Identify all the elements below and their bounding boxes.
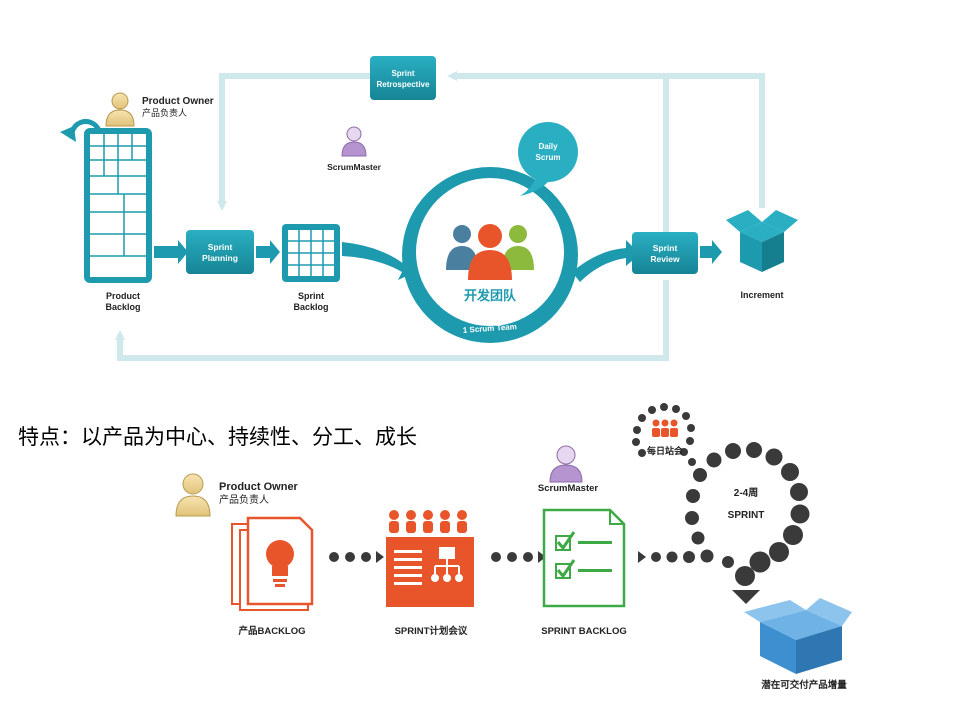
product-owner-person-icon bbox=[105, 92, 135, 127]
arrow-to-increment bbox=[700, 240, 722, 264]
scrum-master-person-icon bbox=[341, 126, 367, 157]
scrum-master-label: ScrumMaster bbox=[327, 162, 382, 172]
swoosh-out bbox=[572, 240, 640, 282]
checklist-icon bbox=[542, 508, 626, 608]
sprint-review-box bbox=[632, 232, 698, 274]
sprint-planning-label-1: Sprint bbox=[208, 242, 233, 252]
feedback-loop-lines bbox=[115, 71, 765, 361]
arrow-to-planning bbox=[154, 240, 188, 264]
product-owner-title: Product Owner bbox=[142, 96, 214, 107]
product-backlog-cn-label: 产品BACKLOG bbox=[238, 625, 305, 637]
daily-scrum-label-1: Daily bbox=[538, 142, 558, 151]
product-owner-subtitle: 产品负责人 bbox=[142, 107, 187, 118]
product-backlog-label-1: Product bbox=[106, 291, 140, 301]
product-owner-subtitle-bottom: 产品负责人 bbox=[219, 493, 269, 506]
connector-dots-3 bbox=[638, 549, 714, 563]
connector-dots-2 bbox=[491, 551, 546, 563]
org-chart-icon bbox=[431, 547, 463, 582]
daily-standup-label: 每日站会 bbox=[647, 445, 684, 456]
sprint-planning-label-2: Planning bbox=[202, 253, 238, 263]
lightbulb-icon bbox=[266, 540, 294, 587]
daily-standup-dot-ring bbox=[632, 403, 696, 466]
increment-cn-label: 潜在可交付产品增量 bbox=[761, 679, 847, 691]
increment-label: Increment bbox=[740, 290, 783, 300]
arrow-to-sprint-backlog bbox=[256, 240, 280, 264]
cycle-name-label: SPRINT bbox=[728, 510, 765, 521]
sprint-retrospective-box bbox=[370, 56, 436, 100]
scrum-team-label: 1 Scrum Team bbox=[463, 322, 518, 335]
connector-dots-1 bbox=[329, 551, 384, 563]
increment-box-icon-bottom bbox=[744, 598, 852, 674]
sprint-backlog-label-2: Backlog bbox=[293, 302, 328, 312]
product-backlog-label-2: Backlog bbox=[105, 302, 140, 312]
sprint-planning-box bbox=[186, 230, 254, 274]
swoosh-in bbox=[342, 242, 420, 280]
product-owner-title-bottom: Product Owner bbox=[219, 481, 299, 493]
daily-scrum-bubble bbox=[518, 122, 578, 196]
product-backlog-board bbox=[84, 128, 152, 283]
sprint-cycle-dot-ring bbox=[685, 442, 810, 604]
increment-box-icon bbox=[726, 210, 798, 272]
standup-people-icon bbox=[652, 419, 678, 437]
sprint-meeting-label: SPRINT计划会议 bbox=[395, 625, 468, 637]
cycle-duration-label: 2-4周 bbox=[734, 487, 758, 499]
sprint-backlog-cn-label: SPRINT BACKLOG bbox=[541, 626, 627, 637]
sprint-backlog-grid bbox=[282, 224, 340, 282]
scrum-master-label-bottom: ScrumMaster bbox=[538, 483, 598, 494]
sprint-review-label-1: Sprint bbox=[653, 243, 678, 253]
daily-scrum-label-2: Scrum bbox=[536, 153, 561, 162]
sprint-retrospective-label-1: Sprint bbox=[391, 69, 414, 78]
sprint-review-label-2: Review bbox=[650, 254, 680, 264]
group-icon bbox=[446, 224, 534, 280]
sprint-meeting-board bbox=[386, 537, 474, 607]
dev-team-label: 开发团队 bbox=[464, 288, 517, 303]
features-text: 特点：以产品为中心、持续性、分工、成长 bbox=[18, 425, 417, 449]
sprint-backlog-label-1: Sprint bbox=[298, 291, 324, 301]
scrum-master-person-icon-bottom bbox=[549, 445, 583, 483]
product-owner-person-icon-bottom bbox=[175, 473, 211, 517]
sprint-retrospective-label-2: Retrospective bbox=[377, 80, 430, 89]
sprint-meeting-people-icon bbox=[389, 510, 467, 533]
